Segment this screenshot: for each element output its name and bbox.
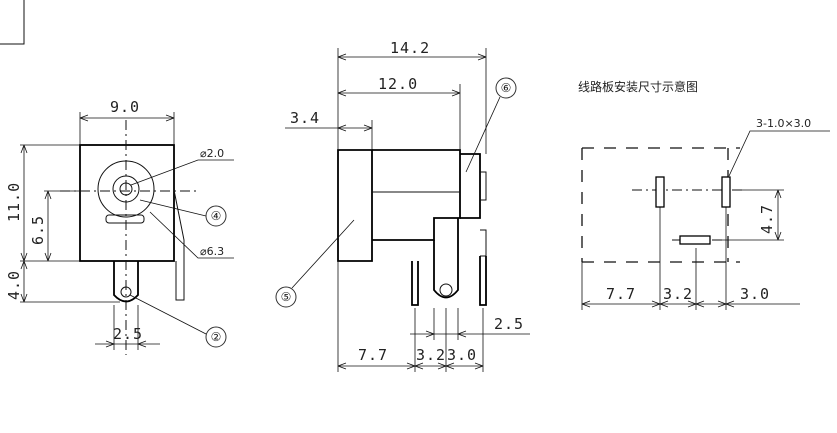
front-pin-length-dim: 4.0: [5, 270, 23, 300]
side-pin-c: [479, 256, 487, 306]
jack-middle-circle: [112, 175, 140, 203]
side-body: [372, 149, 461, 241]
side-pin-offset-c-dim: 3.0: [447, 346, 477, 364]
front-view: 9.0 11.0 6.5 4.0 2.5 ⌀2.0 ⌀6.3 ④ ②: [5, 98, 234, 355]
pcb-dim-c: 3.0: [740, 285, 770, 303]
jack-pin-circle: [119, 182, 133, 196]
front-pin-width-dim: 2.5: [113, 325, 143, 343]
front-height-dim: 11.0: [5, 182, 23, 222]
pcb-slot-1: [655, 176, 665, 208]
jack-outer-circle: [97, 160, 155, 218]
pcb-slot-3: [679, 235, 711, 245]
front-center-height-dim: 6.5: [29, 215, 47, 245]
side-pin-offset-b-dim: 3.2: [416, 346, 446, 364]
outer-diameter-label: ⌀6.3: [200, 245, 224, 258]
side-pin-a: [411, 261, 419, 306]
pcb-dim-b: 3.2: [663, 285, 693, 303]
front-body-outline: [79, 144, 175, 262]
callout-5: ⑤: [281, 290, 292, 304]
inner-diameter-label: ⌀2.0: [200, 147, 224, 160]
pcb-layout: 线路板安装尺寸示意图 3-1.0×3.0 4.7 7.7 3.2 3.0: [578, 79, 830, 310]
pcb-dim-a: 7.7: [606, 285, 636, 303]
frame-fragment: [0, 0, 25, 45]
front-pin: [113, 261, 139, 303]
side-view: 14.2 12.0 3.4 7.7 3.2 3.0 2.5 ⑤ ⑥: [275, 39, 530, 372]
pcb-slot-2: [721, 176, 731, 208]
side-pin-b: [433, 218, 459, 299]
callout-6: ⑥: [501, 81, 512, 95]
side-pin-offset-a-dim: 7.7: [358, 346, 388, 364]
side-overall-length-dim: 14.2: [390, 39, 430, 57]
side-front-ring-dim: 3.4: [290, 109, 320, 127]
side-pin-width-dim: 2.5: [494, 315, 524, 333]
front-width-dim: 9.0: [110, 98, 140, 116]
pcb-layout-title: 线路板安装尺寸示意图: [578, 79, 698, 94]
callout-4: ④: [211, 209, 222, 223]
side-body-length-dim: 12.0: [378, 75, 418, 93]
pcb-vertical-dim: 4.7: [758, 204, 776, 234]
pcb-slot-label: 3-1.0×3.0: [756, 117, 811, 130]
callout-2: ②: [211, 330, 222, 344]
side-front-ring: [337, 149, 373, 262]
